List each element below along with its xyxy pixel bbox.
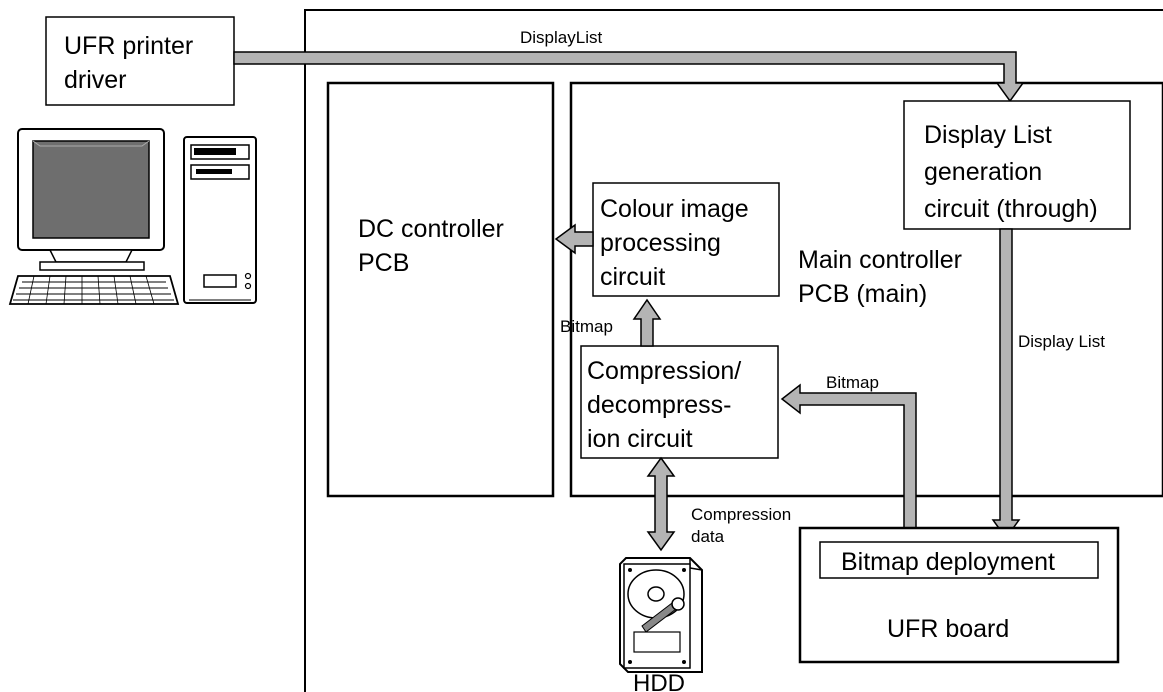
main-controller-label-2: PCB (main)	[798, 280, 927, 308]
compression-data-label-2: data	[691, 527, 725, 546]
display-list-gen-label-3: circuit (through)	[924, 195, 1098, 223]
compression-label-1: Compression/	[587, 357, 741, 385]
bitmap-right-label: Bitmap	[826, 373, 879, 392]
display-list-side-label: Display List	[1018, 332, 1105, 351]
main-controller-label-1: Main controller	[798, 246, 962, 274]
display-list-gen-label-1: Display List	[924, 121, 1052, 149]
ufr-board-label: UFR board	[887, 615, 1009, 643]
compression-label-3: ion circuit	[587, 425, 693, 453]
displaylist-top-label: DisplayList	[520, 28, 602, 47]
desktop-computer-icon	[10, 129, 256, 304]
colour-image-label-1: Colour image	[600, 195, 749, 223]
display-list-gen-label-2: generation	[924, 158, 1042, 186]
hdd-label: HDD	[633, 670, 685, 692]
dc-controller-label-1: DC controller	[358, 215, 504, 243]
bitmap-deployment-label: Bitmap deployment	[841, 548, 1055, 576]
arrow-compression-data	[648, 458, 674, 550]
dc-controller-label-2: PCB	[358, 249, 409, 277]
hard-disk-drive-icon	[620, 558, 702, 672]
dc-controller-pcb-box	[328, 83, 553, 496]
colour-image-label-2: processing	[600, 229, 721, 257]
compression-label-2: decompress-	[587, 391, 732, 419]
printer-driver-label-1: UFR printer	[64, 32, 193, 60]
printer-driver-label-2: driver	[64, 66, 127, 94]
colour-image-label-3: circuit	[600, 263, 665, 291]
bitmap-up-label: Bitmap	[560, 317, 613, 336]
compression-data-label-1: Compression	[691, 505, 791, 524]
